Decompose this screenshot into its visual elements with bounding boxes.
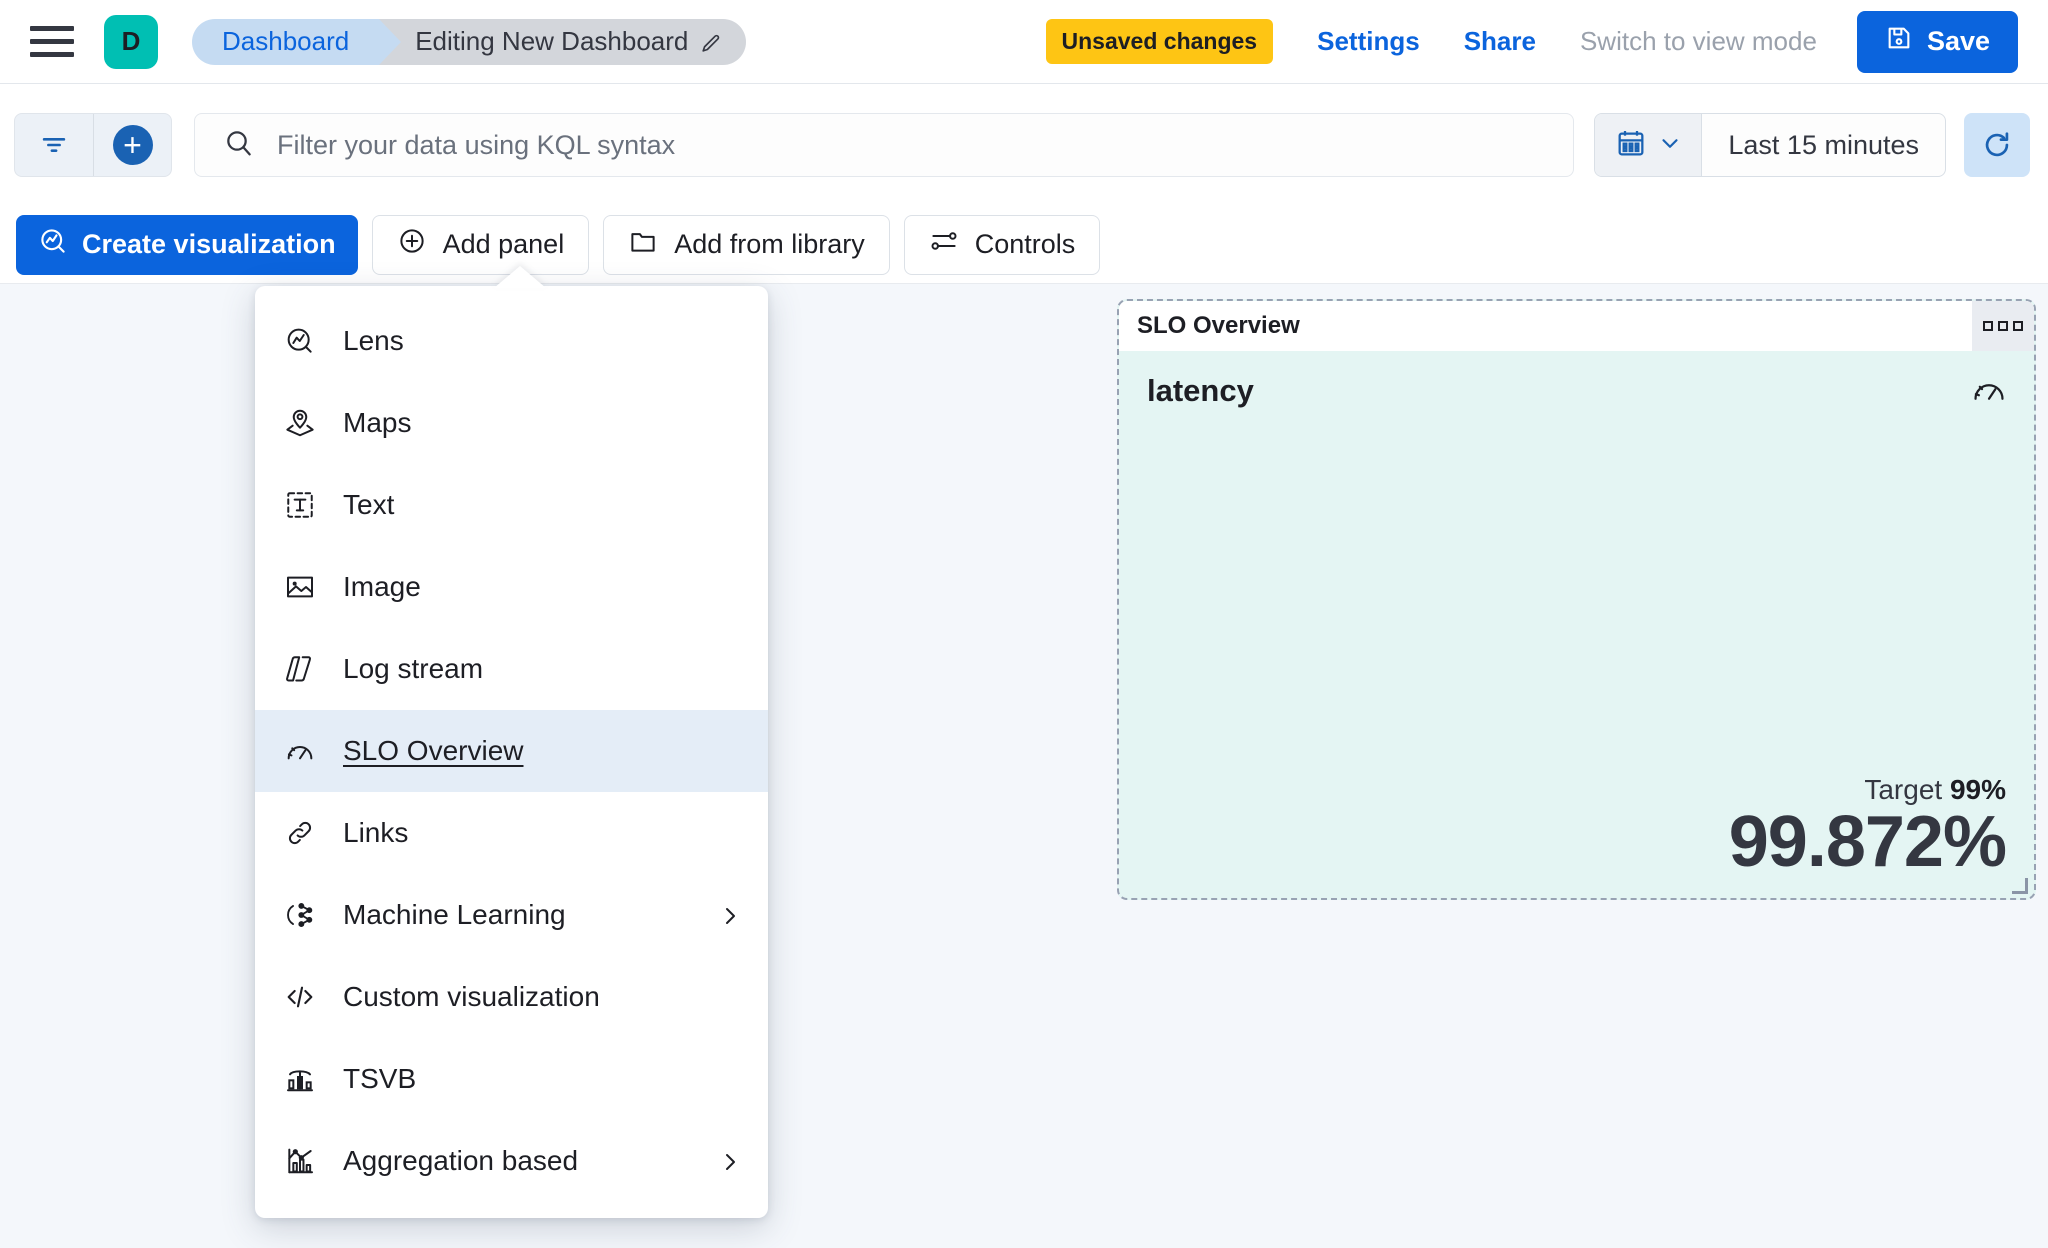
panel-context-menu-icon[interactable] [1972, 301, 2034, 351]
slo-sli-value: 99.872% [1728, 801, 2007, 882]
folder-icon [628, 226, 658, 263]
agg-chart-icon [283, 1144, 317, 1178]
menu-item-maps[interactable]: Maps [255, 382, 768, 464]
slo-metrics: Target 99% 99.872% [1728, 774, 2007, 882]
add-filter-button[interactable]: + [93, 114, 171, 176]
query-bar: + Filter your data using KQL syntax [0, 84, 2048, 206]
menu-item-label: Image [343, 571, 421, 602]
menu-item-slo-overview[interactable]: SLO Overview [255, 710, 768, 792]
plus-circle-outline-icon [397, 226, 427, 263]
pencil-icon[interactable] [700, 31, 722, 53]
menu-item-label: Machine Learning [343, 899, 566, 930]
ml-icon [283, 898, 317, 932]
breadcrumb-dashboard[interactable]: Dashboard [192, 18, 402, 65]
status-badge[interactable]: Unsaved changes [1045, 19, 1274, 64]
controls-button[interactable]: Controls [903, 214, 1101, 275]
time-range-label[interactable]: Last 15 minutes [1728, 129, 1919, 160]
refresh-button[interactable] [1964, 113, 2030, 177]
slo-target-value: 99% [1949, 773, 2006, 805]
log-stream-icon [283, 652, 317, 686]
space-avatar[interactable]: D [104, 14, 158, 69]
filter-controls-group: + [14, 113, 172, 177]
hamburger-menu-icon[interactable] [30, 22, 74, 62]
menu-item-label: Aggregation based [343, 1145, 579, 1176]
menu-item-aggregation-based[interactable]: Aggregation based [255, 1120, 768, 1202]
gauge-icon [1970, 371, 2008, 409]
menu-item-links[interactable]: Links [255, 792, 768, 874]
app-header: D Dashboard Editing New Dashboard Unsave… [0, 0, 2048, 84]
menu-item-label: Maps [343, 407, 412, 438]
lens-icon [38, 226, 68, 263]
dashboard-action-bar: Create visualization Add panel Add from … [0, 206, 2048, 284]
add-from-library-button[interactable]: Add from library [603, 214, 890, 275]
add-panel-menu: Lens Maps Text Image [255, 286, 768, 1218]
controls-sliders-icon [929, 226, 959, 263]
search-input[interactable]: Filter your data using KQL syntax [194, 113, 1575, 177]
menu-item-image[interactable]: Image [255, 546, 768, 628]
search-icon [223, 127, 255, 164]
menu-item-tsvb[interactable]: TSVB [255, 1038, 768, 1120]
menu-item-label: Links [343, 817, 409, 848]
map-pin-icon [283, 406, 317, 440]
link-icon [283, 816, 317, 850]
panel-body: latency Target 99% 99.872% [1119, 351, 2034, 898]
popover-arrow [494, 266, 546, 288]
breadcrumb-dashboard-label: Dashboard [222, 26, 350, 56]
panel-header: SLO Overview [1119, 301, 2034, 351]
controls-label: Controls [974, 229, 1076, 259]
chevron-down-icon [1657, 130, 1683, 161]
chevron-right-icon [718, 903, 742, 927]
tsvb-icon [283, 1062, 317, 1096]
calendar-quick-select-button[interactable] [1595, 114, 1703, 176]
filter-icon[interactable] [15, 114, 93, 176]
menu-item-label: Log stream [343, 653, 484, 684]
date-range-picker: Last 15 minutes [1594, 113, 1946, 177]
share-link[interactable]: Share [1463, 26, 1536, 56]
create-visualization-label: Create visualization [82, 229, 336, 259]
text-box-icon [283, 488, 317, 522]
slo-target: Target 99% [1729, 774, 2006, 806]
settings-link[interactable]: Settings [1317, 26, 1420, 56]
breadcrumb-editing-new-dashboard[interactable]: Editing New Dashboard [379, 18, 747, 65]
menu-item-text[interactable]: Text [255, 464, 768, 546]
save-disk-icon [1885, 24, 1913, 59]
image-icon [283, 570, 317, 604]
save-button[interactable]: Save [1856, 10, 2018, 73]
calendar-icon [1615, 127, 1647, 164]
slo-name: latency [1147, 373, 1254, 408]
panel-title: SLO Overview [1137, 312, 1300, 339]
create-visualization-button[interactable]: Create visualization [16, 214, 358, 275]
menu-item-label: TSVB [343, 1063, 417, 1094]
lens-icon [283, 324, 317, 358]
add-panel-button[interactable]: Add panel [371, 214, 590, 275]
code-icon [283, 980, 317, 1014]
add-from-library-label: Add from library [674, 229, 865, 259]
plus-circle-icon: + [112, 125, 153, 165]
dashboard-panel-slo-overview[interactable]: SLO Overview latency Target 99% 99.872% [1117, 299, 2036, 900]
menu-item-label: Text [343, 489, 395, 520]
breadcrumb-current-label: Editing New Dashboard [415, 26, 689, 56]
search-placeholder: Filter your data using KQL syntax [277, 129, 676, 160]
menu-item-label: Lens [343, 325, 404, 356]
gauge-icon [283, 734, 317, 768]
save-button-label: Save [1926, 26, 1990, 56]
menu-item-custom-visualization[interactable]: Custom visualization [255, 956, 768, 1038]
add-panel-label: Add panel [442, 229, 565, 259]
menu-item-lens[interactable]: Lens [255, 300, 768, 382]
menu-item-label: SLO Overview [343, 735, 524, 766]
slo-target-label: Target [1864, 773, 1943, 805]
switch-to-view-mode-link[interactable]: Switch to view mode [1579, 26, 1817, 56]
menu-item-machine-learning[interactable]: Machine Learning [255, 874, 768, 956]
chevron-right-icon [718, 1149, 742, 1173]
menu-item-log-stream[interactable]: Log stream [255, 628, 768, 710]
space-initial: D [121, 26, 141, 56]
menu-item-label: Custom visualization [343, 981, 600, 1012]
breadcrumb: Dashboard Editing New Dashboard [192, 18, 747, 65]
resize-handle-icon[interactable] [2012, 878, 2028, 894]
